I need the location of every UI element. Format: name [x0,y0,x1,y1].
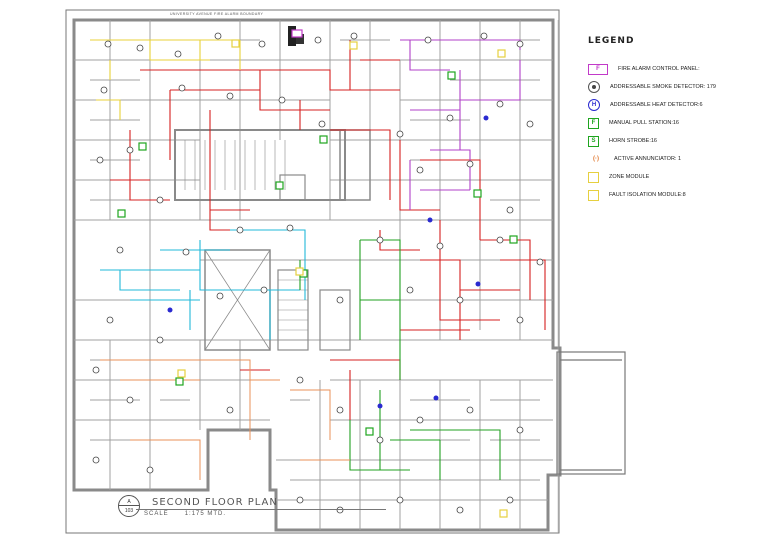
scale-label: SCALE [144,511,169,517]
plan-title: SECOND FLOOR PLAN [152,497,278,508]
circuit-red [110,40,546,420]
garage-wing [556,351,626,475]
fault-isolation-icon [588,189,599,201]
heat-detector-icon: H [588,99,600,111]
legend-label: ADDRESSABLE HEAT DETECTOR:6 [610,102,703,108]
annunciator-icon: (·) [593,156,599,162]
legend-item-annunciator: (·) ACTIVE ANNUNCIATOR: 1 [588,150,763,168]
pull-station-icon: F [588,117,599,129]
legend-label: MANUAL PULL STATION:16 [609,120,679,126]
plan-scale: SCALE 1:175 MTD. [144,511,226,517]
legend-label: ZONE MODULE [609,174,650,180]
sheet-border [65,9,560,534]
sheet-tag: A 103 [118,495,140,517]
legend-item-heat: H ADDRESSABLE HEAT DETECTOR:6 [588,96,763,114]
legend-item-pull: F MANUAL PULL STATION:16 [588,114,763,132]
facp-panel [291,29,303,38]
street-label: UNIVERSITY AVENUE FIRE ALARM BOUNDARY [170,12,264,16]
horn-strobes [117,71,518,436]
facp-icon: F [588,63,608,75]
fault-modules [177,39,508,518]
legend-item-facp: F FIRE ALARM CONTROL PANEL: [588,60,763,78]
smoke-detectors [92,32,544,514]
circuit-purple [400,39,521,210]
sheet-tag-letter: A [127,499,131,505]
circuit-yellow [90,39,241,120]
legend: LEGEND F FIRE ALARM CONTROL PANEL: ADDRE… [588,36,763,204]
scale-value: 1:175 MTD. [184,511,227,517]
title-underline [136,509,386,510]
legend-label: HORN STROBE:16 [609,138,657,144]
legend-label: FIRE ALARM CONTROL PANEL: [618,66,700,72]
building-walls [72,18,562,532]
legend-item-zone: ZONE MODULE [588,168,763,186]
sheet-tag-number: 103 [124,508,134,514]
smoke-detector-icon [588,81,600,93]
stair-core [174,129,371,351]
legend-label: ACTIVE ANNUNCIATOR: 1 [614,156,682,162]
legend-item-horn: S HORN STROBE:16 [588,132,763,150]
legend-item-fault: FAULT ISOLATION MODULE:8 [588,186,763,204]
legend-title: LEGEND [588,36,635,46]
interior-walls [74,20,553,530]
circuit-orange [100,359,350,480]
legend-label: FAULT ISOLATION MODULE:8 [609,192,686,198]
legend-item-smoke: ADDRESSABLE SMOKE DETECTOR: 179 [588,78,763,96]
circuit-cyan [100,229,306,340]
horn-strobe-icon: S [588,135,599,147]
legend-label: ADDRESSABLE SMOKE DETECTOR: 179 [610,84,716,90]
heat-detectors [167,115,489,409]
zone-module-icon [588,171,599,183]
